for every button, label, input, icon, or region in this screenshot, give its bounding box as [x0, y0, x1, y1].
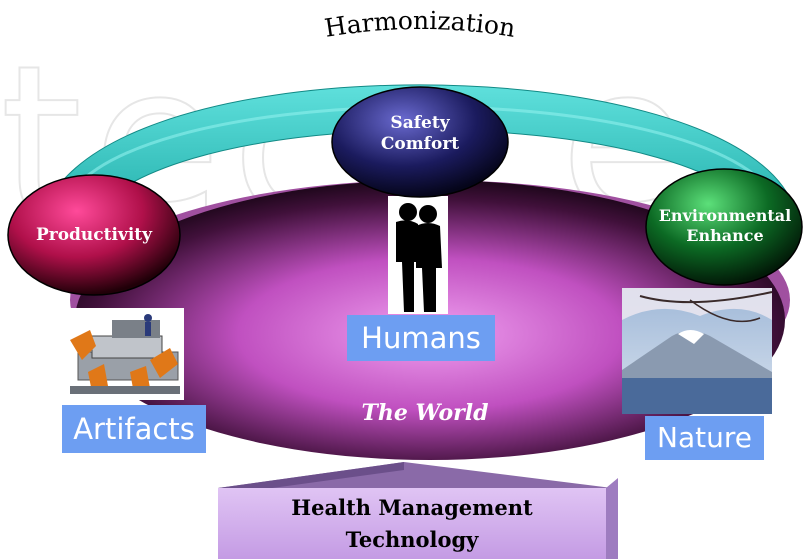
- productivity-label: Productivity: [35, 225, 153, 245]
- artifacts-image: [66, 308, 184, 400]
- world-caption: The World: [361, 400, 489, 426]
- environmental-text: Environmental Enhance: [646, 206, 804, 246]
- comfort-label: Comfort: [380, 134, 460, 155]
- harmonization-label: Harmonization: [323, 6, 518, 43]
- environmental-bubble: [645, 168, 803, 286]
- productivity-bubble: [7, 174, 181, 296]
- base-block: [218, 462, 618, 559]
- humans-label: Humans: [347, 315, 495, 361]
- artifacts-label: Artifacts: [62, 405, 206, 453]
- safety-comfort-bubble: [331, 86, 509, 198]
- productivity-text: Productivity: [14, 225, 174, 246]
- base-line-1: Health Management: [291, 495, 533, 520]
- environmental-label: Environmental: [658, 206, 792, 225]
- nature-label: Nature: [645, 416, 764, 460]
- nature-image: [622, 288, 773, 414]
- base-text: Health Management Technology: [218, 492, 606, 556]
- base-line-2: Technology: [345, 527, 479, 552]
- safety-comfort-text: Safety Comfort: [352, 113, 488, 156]
- safety-label: Safety: [390, 113, 450, 133]
- enhance-label: Enhance: [686, 226, 764, 245]
- humans-image: [388, 196, 448, 314]
